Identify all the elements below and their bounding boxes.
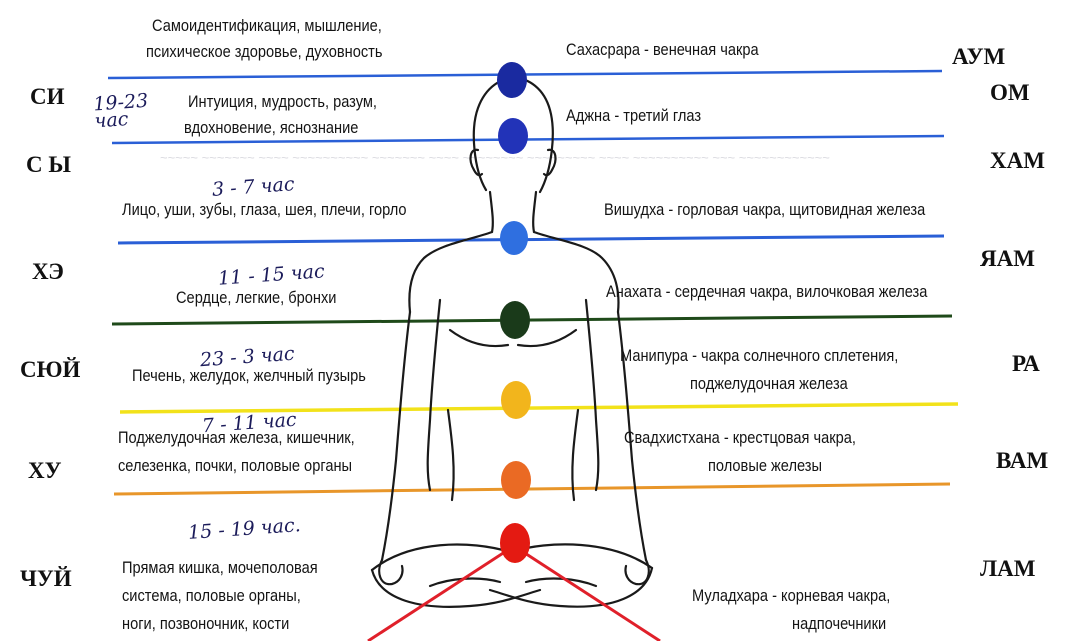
- chakra-solar-name-line1: Манипура - чакра солнечного сплетения,: [620, 344, 898, 367]
- left-label-hu: ХУ: [28, 458, 62, 484]
- left-label-sy: С Ы: [26, 152, 71, 178]
- chakra-sacral-name-line2: половые железы: [708, 454, 822, 477]
- level-line-solar: [120, 404, 958, 412]
- organs-root-line2: система, половые органы,: [122, 584, 301, 607]
- chakra-heart-name: Анахата - сердечная чакра, вилочковая же…: [606, 280, 927, 303]
- chakra-throat-circle: [500, 221, 528, 255]
- right-label-ra: РА: [1012, 351, 1040, 377]
- right-label-ham: ХАМ: [990, 148, 1045, 174]
- chakra-sacral-circle: [501, 461, 531, 499]
- left-label-si: СИ: [30, 84, 65, 110]
- left-label-chuy: ЧУЙ: [20, 566, 72, 592]
- chakra-third-eye-circle: [498, 118, 528, 154]
- organs-third-eye-line2: вдохновение, яснознание: [184, 116, 358, 139]
- level-line-sacral: [114, 484, 950, 494]
- organs-crown-line1: Самоидентификация, мышление,: [152, 14, 382, 37]
- right-label-om: ОМ: [990, 80, 1030, 106]
- chakra-third-eye-name: Аджна - третий глаз: [566, 104, 701, 127]
- right-label-lam: ЛАМ: [980, 556, 1035, 582]
- chakra-throat-name: Вишудха - горловая чакра, щитовидная жел…: [604, 198, 925, 221]
- organs-third-eye-line1: Интуиция, мудрость, разум,: [188, 90, 377, 113]
- organs-sacral-line2: селезенка, почки, половые органы: [118, 454, 352, 477]
- organs-root-line3: ноги, позвоночник, кости: [122, 612, 289, 635]
- chakra-solar-name-line2: поджелудочная железа: [690, 372, 848, 395]
- right-label-vam: ВАМ: [996, 448, 1048, 474]
- level-line-heart: [112, 316, 952, 324]
- organs-throat: Лицо, уши, зубы, глаза, шея, плечи, горл…: [122, 198, 407, 221]
- organs-solar: Печень, желудок, желчный пузырь: [132, 364, 366, 387]
- chakra-sacral-name-line1: Свадхистхана - крестцовая чакра,: [624, 426, 856, 449]
- level-line-throat: [118, 236, 944, 243]
- organs-heart: Сердце, легкие, бронхи: [176, 286, 336, 309]
- chakra-root-name-line1: Муладхара - корневая чакра,: [692, 584, 890, 607]
- chakra-heart-circle: [500, 301, 530, 339]
- left-label-syuy: СЮЙ: [20, 357, 80, 383]
- organs-sacral-line1: Поджелудочная железа, кишечник,: [118, 426, 355, 449]
- chakra-crown-circle: [497, 62, 527, 98]
- chakra-crown-name: Сахасрара - венечная чакра: [566, 38, 759, 61]
- hand-note-19-23: 19-23 час: [93, 92, 165, 131]
- right-label-yam: ЯАМ: [980, 246, 1035, 272]
- chakra-root-circle: [500, 523, 530, 563]
- organs-root-line1: Прямая кишка, мочеполовая: [122, 556, 318, 579]
- organs-crown-line2: психическое здоровье, духовность: [146, 40, 382, 63]
- left-label-he: ХЭ: [32, 259, 64, 285]
- chakra-solar-circle: [501, 381, 531, 419]
- chakra-root-name-line2: надпочечники: [792, 612, 886, 635]
- right-label-aum: АУМ: [952, 44, 1005, 70]
